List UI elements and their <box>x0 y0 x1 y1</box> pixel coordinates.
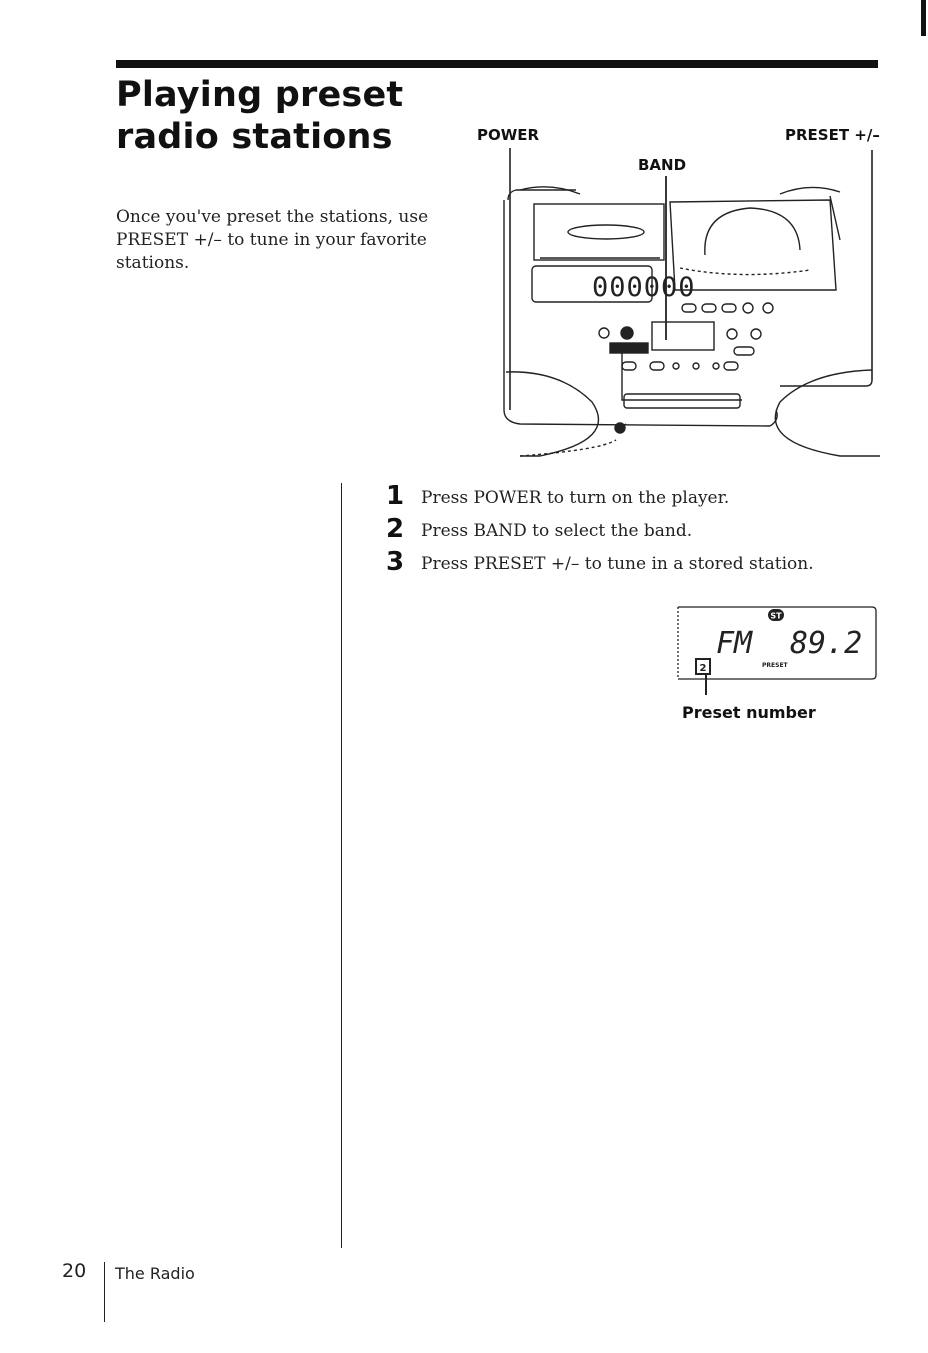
power-label: POWER <box>477 126 540 144</box>
step-1: 1 Press POWER to turn on the player. <box>386 480 906 513</box>
preset-label: PRESET +/– <box>785 126 880 144</box>
preset-number-caption: Preset number <box>682 703 816 722</box>
page-number: 20 <box>62 1260 87 1282</box>
steps-list: 1 Press POWER to turn on the player. 2 P… <box>386 480 906 579</box>
lcd-display-illustration: ST FM 89.2 PRESET 2 <box>677 606 877 695</box>
title-line-2: radio stations <box>116 117 393 157</box>
preset-number-indicator: 2 <box>700 663 707 674</box>
intro-line-2: PRESET +/– to tune in your favorite <box>116 230 427 250</box>
stereo-badge: ST <box>770 612 782 621</box>
band-label: BAND <box>638 156 687 174</box>
step-3-text: Press PRESET +/– to tune in a stored sta… <box>421 554 814 574</box>
step-3-number: 3 <box>386 547 405 577</box>
header-rule <box>116 60 878 68</box>
step-2: 2 Press BAND to select the band. <box>386 513 906 546</box>
edge-mark <box>921 0 926 36</box>
page-title: Playing preset radio stations <box>116 74 456 158</box>
tape-counter-text: 000000 <box>592 272 696 303</box>
step-2-text: Press BAND to select the band. <box>421 521 693 541</box>
step-1-number: 1 <box>386 481 405 511</box>
footer-divider <box>104 1262 105 1322</box>
intro-line-3: stations. <box>116 253 190 273</box>
step-3: 3 Press PRESET +/– to tune in a stored s… <box>386 546 906 579</box>
title-line-1: Playing preset <box>116 75 404 115</box>
preset-indicator: PRESET <box>762 662 789 669</box>
section-name: The Radio <box>115 1264 195 1283</box>
step-2-number: 2 <box>386 514 405 544</box>
intro-paragraph: Once you've preset the stations, use PRE… <box>116 206 456 275</box>
frequency-display: 89.2 <box>790 626 862 661</box>
band-display: FM <box>716 626 753 661</box>
boombox-illustration: 000000 <box>503 148 880 457</box>
column-divider <box>341 483 342 1248</box>
intro-line-1: Once you've preset the stations, use <box>116 207 429 227</box>
step-1-text: Press POWER to turn on the player. <box>421 488 730 508</box>
